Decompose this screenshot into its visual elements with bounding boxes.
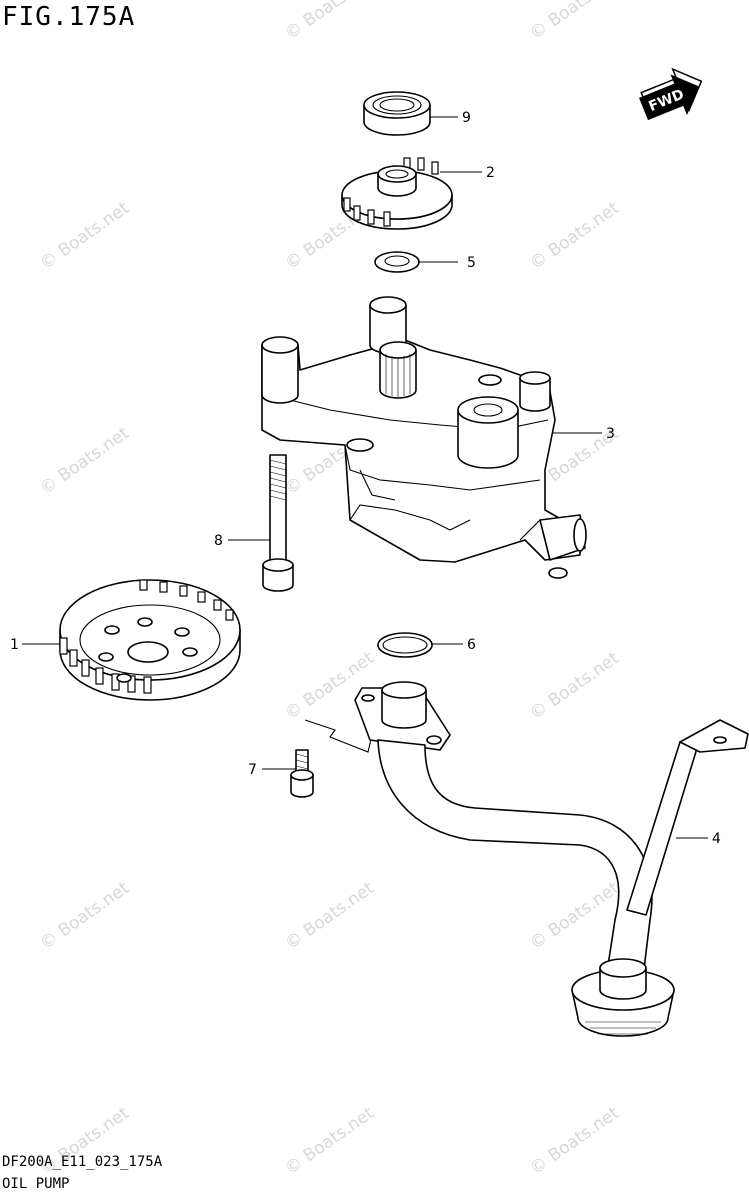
watermark: © Boats.net (281, 0, 378, 44)
watermark: © Boats.net (281, 1103, 378, 1179)
watermark: © Boats.net (526, 198, 623, 274)
part-oil-strainer (354, 681, 749, 1037)
watermark: © Boats.net (526, 1103, 623, 1179)
callout-2: 2 (486, 165, 495, 181)
figure-name: OIL PUMP (2, 1176, 70, 1192)
callout-6: 6 (467, 637, 476, 653)
callout-7: 7 (248, 762, 257, 778)
part-o-ring (377, 632, 463, 658)
watermark: © Boats.net (36, 423, 133, 499)
watermark: © Boats.net (36, 198, 133, 274)
watermark: © Boats.net (36, 878, 133, 954)
part-bolt-short (262, 719, 373, 798)
part-driven-gear (22, 579, 241, 701)
part-oil-pump-housing (261, 296, 602, 579)
figure-title: FIG.175A (2, 2, 136, 32)
callout-5: 5 (467, 255, 476, 271)
watermark: © Boats.net (281, 878, 378, 954)
part-washer (374, 251, 458, 273)
part-bearing (363, 91, 458, 136)
callout-1: 1 (10, 637, 19, 653)
fwd-badge: FWD (639, 67, 703, 121)
callout-4: 4 (712, 831, 721, 847)
figure-code: DF200A_E11_023_175A (2, 1154, 163, 1170)
watermark: © Boats.net (526, 878, 623, 954)
callout-8: 8 (214, 533, 223, 549)
callout-labels: 1 2 3 4 5 6 7 8 9 (10, 110, 721, 847)
watermark: © Boats.net (526, 0, 623, 44)
callout-3: 3 (606, 426, 615, 442)
callout-9: 9 (462, 110, 471, 126)
watermark: © Boats.net (526, 648, 623, 724)
part-bolt-long (228, 454, 294, 592)
part-drive-gear (341, 157, 482, 230)
